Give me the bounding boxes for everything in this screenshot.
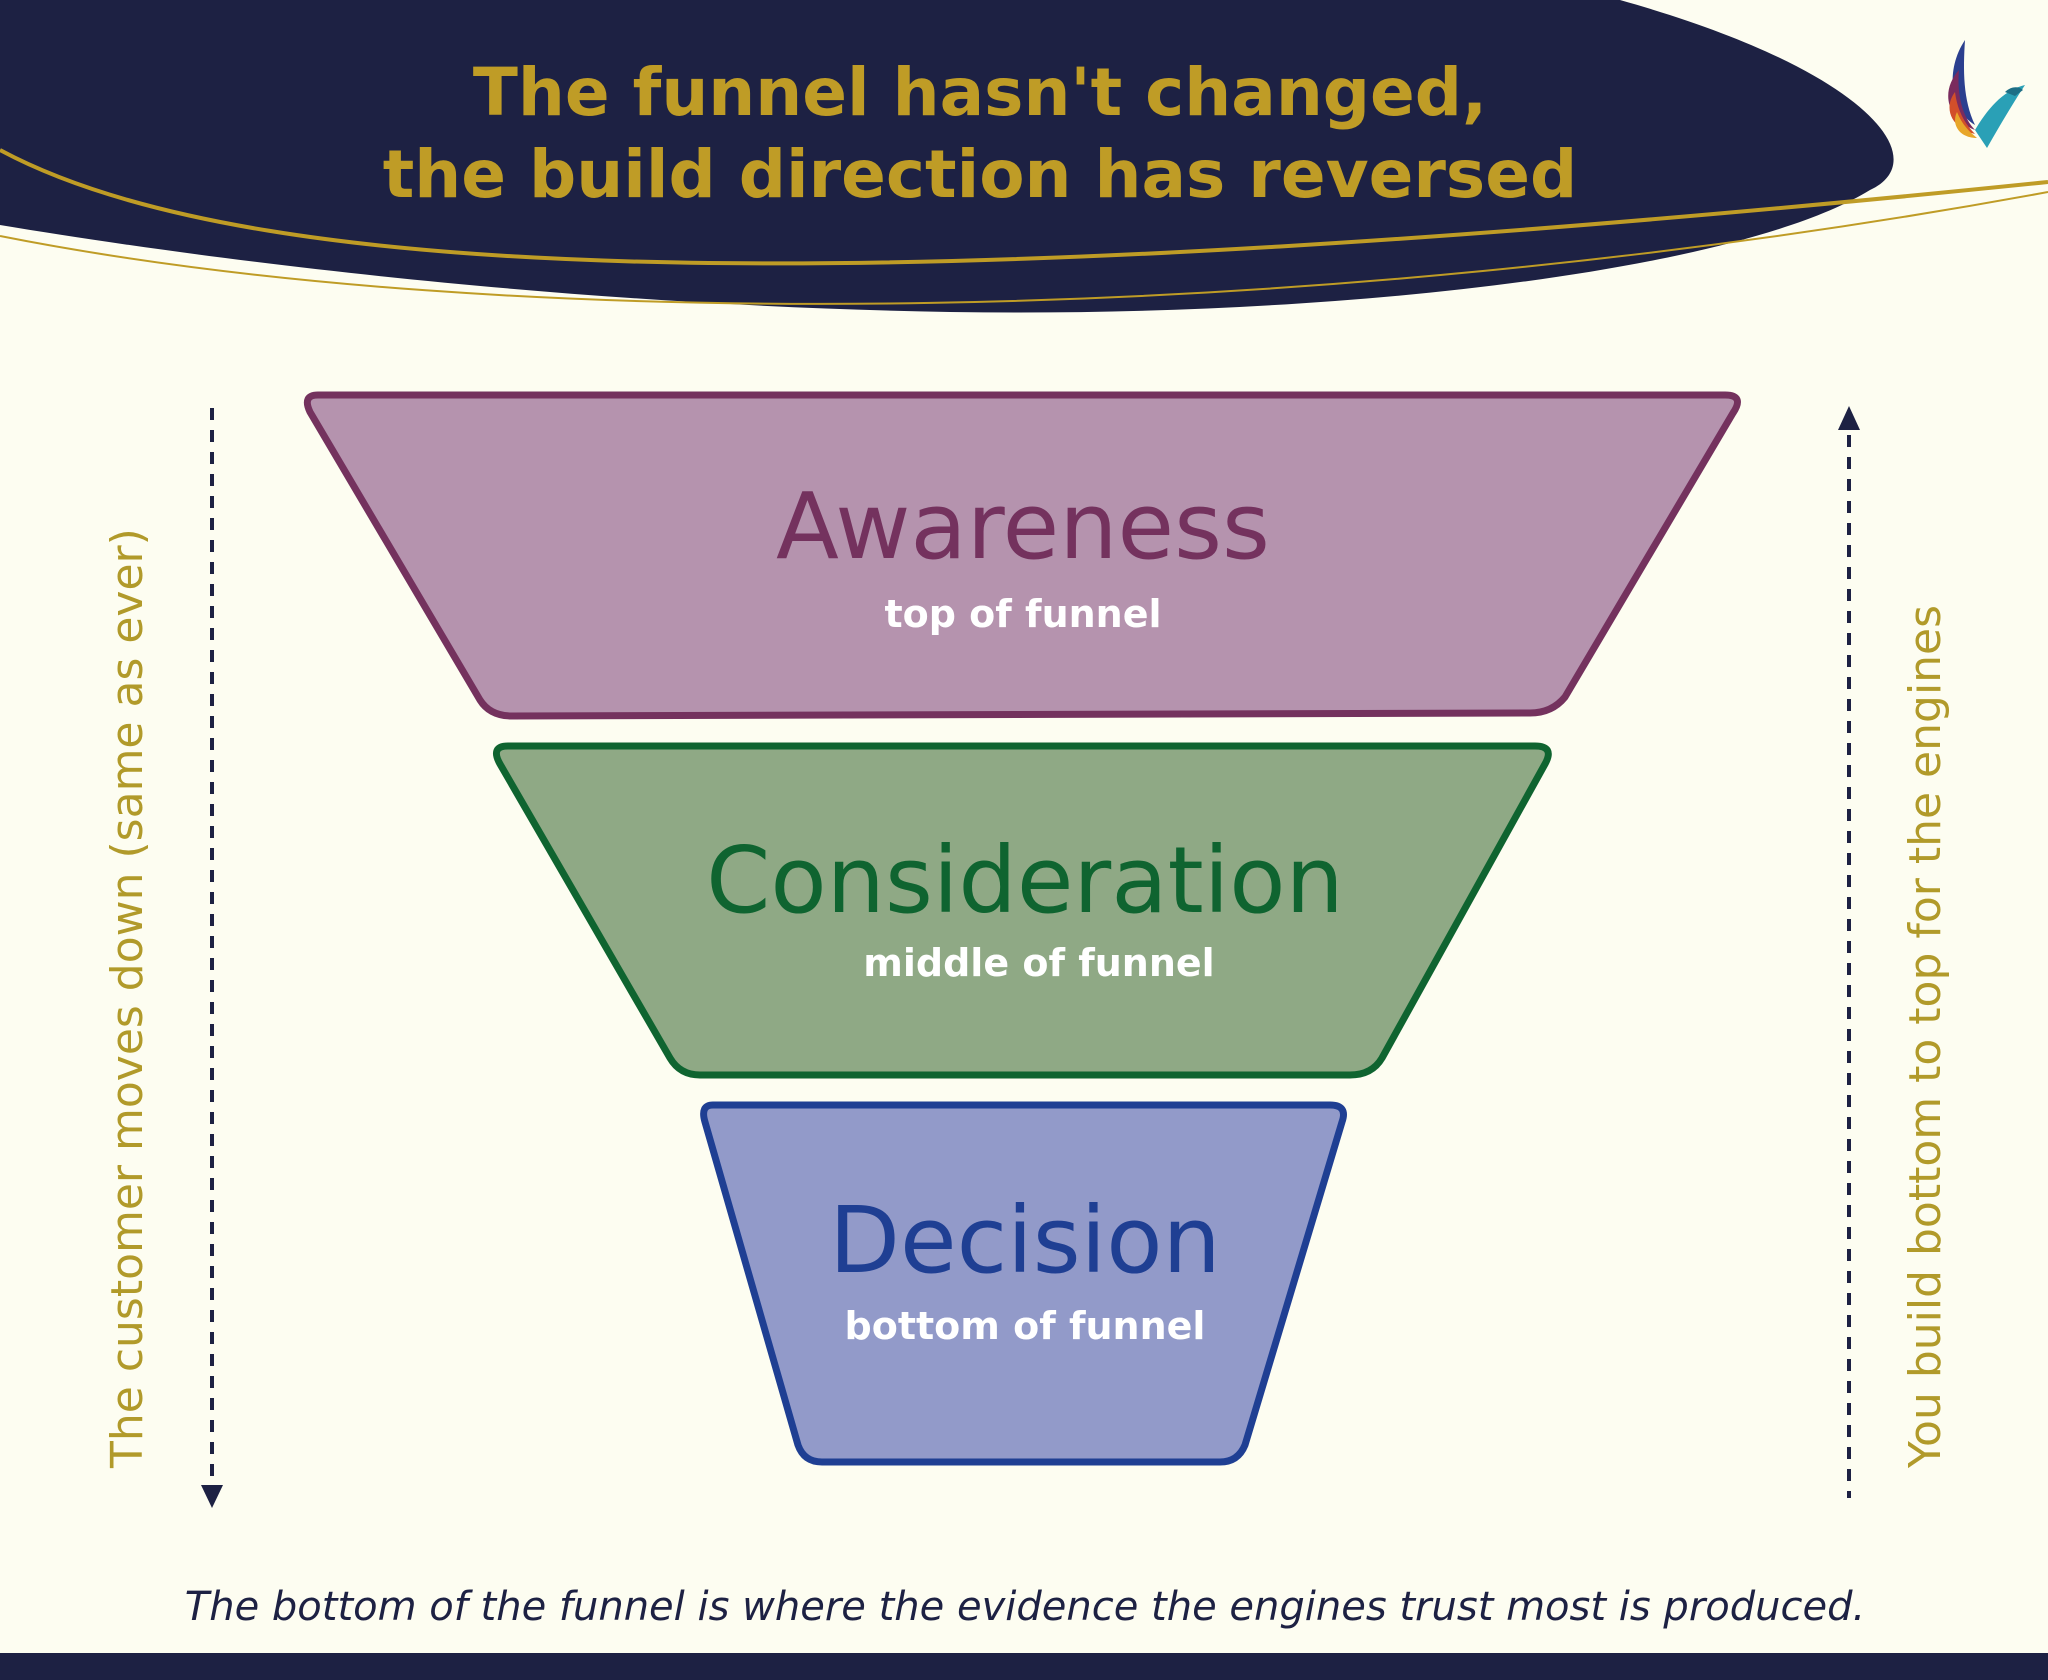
funnel-shape-awareness <box>303 391 1741 720</box>
bird-logo-icon <box>1948 40 2025 148</box>
funnel-stage-consideration: Consideration middle of funnel <box>492 742 1552 1079</box>
stage-sublabel-consideration: middle of funnel <box>863 941 1214 985</box>
funnel-shape-consideration <box>492 742 1552 1079</box>
page-title-line-2: the build direction has reversed <box>383 136 1577 213</box>
stage-label-decision: Decision <box>829 1187 1221 1294</box>
arrow-up-icon <box>1838 406 1860 430</box>
page-title-line-1: The funnel hasn't changed, <box>473 54 1487 131</box>
funnel-stage-awareness: Awareness top of funnel <box>303 391 1741 720</box>
stage-label-awareness: Awareness <box>776 473 1270 580</box>
stage-sublabel-awareness: top of funnel <box>884 592 1161 636</box>
header-gold-curve-thin <box>0 191 2048 305</box>
funnel-stage-decision: Decision bottom of funnel <box>700 1101 1347 1466</box>
customer-direction-arrow <box>201 408 223 1508</box>
arrow-down-icon <box>201 1485 223 1508</box>
header-gold-curve <box>0 148 2048 266</box>
header-banner <box>0 0 1894 313</box>
left-arrow-label: The customer moves down (same as ever) <box>102 528 153 1469</box>
build-direction-arrow <box>1838 406 1860 1498</box>
stage-sublabel-decision: bottom of funnel <box>845 1304 1206 1348</box>
stage-label-consideration: Consideration <box>706 827 1344 934</box>
right-arrow-label: You build bottom to top for the engines <box>1900 605 1951 1469</box>
footer-note: The bottom of the funnel is where the ev… <box>185 1584 1865 1630</box>
funnel-shape-decision <box>700 1101 1347 1466</box>
footer-bar <box>0 1653 2048 1680</box>
